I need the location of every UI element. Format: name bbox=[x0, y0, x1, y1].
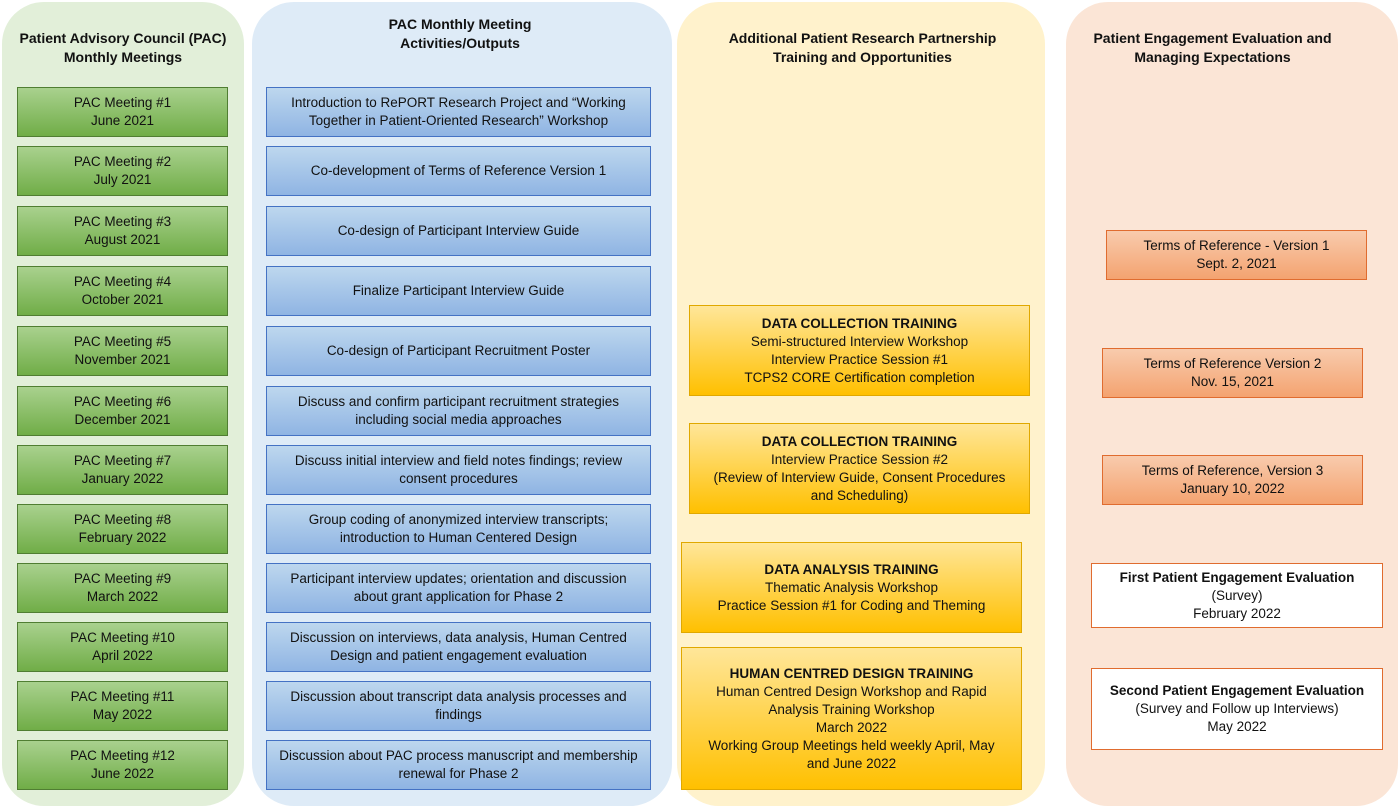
human-centred-design-training-box: HUMAN CENTRED DESIGN TRAINING Human Cent… bbox=[681, 647, 1022, 790]
terms-of-reference-box: Terms of Reference, Version 3 January 10… bbox=[1102, 455, 1363, 505]
activity-box: Discuss initial interview and field note… bbox=[266, 445, 651, 495]
activity-box: Discussion about PAC process manuscript … bbox=[266, 740, 651, 790]
terms-of-reference-box: Terms of Reference - Version 1 Sept. 2, … bbox=[1106, 230, 1367, 280]
activity-box: Co-design of Participant Recruitment Pos… bbox=[266, 326, 651, 376]
data-collection-training-box: DATA COLLECTION TRAINING Interview Pract… bbox=[689, 423, 1030, 514]
activity-box: Participant interview updates; orientati… bbox=[266, 563, 651, 613]
activity-box: Discuss and confirm participant recruitm… bbox=[266, 386, 651, 436]
activities-heading: PAC Monthly Meeting Activities/Outputs bbox=[388, 16, 532, 51]
data-analysis-training-box: DATA ANALYSIS TRAINING Thematic Analysis… bbox=[681, 542, 1022, 633]
activity-box: Group coding of anonymized interview tra… bbox=[266, 504, 651, 554]
activity-box: Co-development of Terms of Reference Ver… bbox=[266, 146, 651, 196]
data-collection-training-box: DATA COLLECTION TRAINING Semi-structured… bbox=[689, 305, 1030, 396]
terms-of-reference-box: Terms of Reference Version 2 Nov. 15, 20… bbox=[1102, 348, 1363, 398]
activity-box: Co-design of Participant Interview Guide bbox=[266, 206, 651, 256]
training-heading: Additional Patient Research Partnership … bbox=[728, 30, 997, 65]
pac-meetings-heading: Patient Advisory Council (PAC) Monthly M… bbox=[19, 30, 227, 65]
activity-box: Discussion about transcript data analysi… bbox=[266, 681, 651, 731]
activity-box: Finalize Participant Interview Guide bbox=[266, 266, 651, 316]
evaluation-heading: Patient Engagement Evaluation and Managi… bbox=[1093, 30, 1332, 65]
activity-box: Introduction to RePORT Research Project … bbox=[266, 87, 651, 137]
activity-box: Discussion on interviews, data analysis,… bbox=[266, 622, 651, 672]
engagement-evaluation-box: Second Patient Engagement Evaluation (Su… bbox=[1091, 668, 1383, 750]
engagement-evaluation-box: First Patient Engagement Evaluation (Sur… bbox=[1091, 563, 1383, 628]
